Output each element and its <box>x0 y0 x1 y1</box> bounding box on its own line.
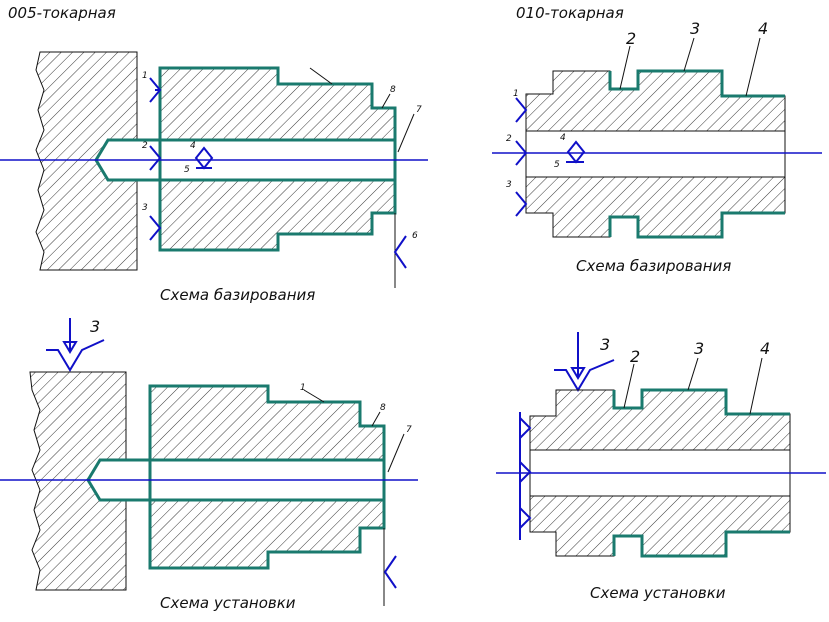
machined-surfaces-bottom <box>608 211 785 239</box>
leader-1 <box>303 389 325 403</box>
clamp-arrow-head <box>62 341 78 354</box>
clamp-symbol <box>46 339 105 372</box>
chuck-body <box>35 51 138 271</box>
leader-1 <box>309 67 333 85</box>
mark-2-surface: 2 <box>626 29 636 48</box>
datum-symbol-2 <box>519 461 532 483</box>
machined-surfaces-bottom <box>612 530 790 558</box>
mark-1: 1 <box>142 71 148 81</box>
leader-8 <box>371 411 381 427</box>
mark-4-surface: 4 <box>758 19 768 38</box>
mark-8: 8 <box>380 403 386 413</box>
mark-2-surface: 2 <box>630 347 640 366</box>
mark-3: 3 <box>142 203 148 213</box>
datum-symbol-1 <box>519 417 532 439</box>
leader-7 <box>387 433 405 473</box>
mark-5: 5 <box>554 160 560 170</box>
leader-7 <box>397 113 415 153</box>
leader-4 <box>745 37 761 97</box>
mark-2: 2 <box>142 141 148 151</box>
datum-symbol-3 <box>519 507 532 529</box>
clamp-arrow-head <box>570 367 586 380</box>
mark-4: 4 <box>560 133 566 143</box>
datum-symbol-2 <box>149 145 162 171</box>
operation-title-005: 005-токарная <box>8 4 116 22</box>
mark-3: 3 <box>506 180 512 190</box>
leader-4 <box>749 357 763 415</box>
clamp-mark-3: 3 <box>600 335 610 354</box>
mark-5: 5 <box>184 165 190 175</box>
mark-2: 2 <box>506 134 512 144</box>
caption-setup-left: Схема установки <box>160 594 296 612</box>
caption-basing-right: Схема базирования <box>576 257 731 275</box>
leader-3 <box>687 357 699 391</box>
datum-symbol-6 <box>393 235 407 269</box>
leader-2 <box>623 363 635 409</box>
panel-010-basing: 010-токарная 1 2 3 4 5 2 3 4 Схема базир… <box>492 4 822 275</box>
machined-surfaces-top <box>608 69 785 98</box>
clamp-symbol <box>554 359 615 392</box>
mark-1: 1 <box>300 383 306 393</box>
datum-symbol-2 <box>515 140 528 166</box>
mark-6: 6 <box>412 231 418 241</box>
datum-symbol-4-5 <box>194 146 214 170</box>
mark-7: 7 <box>406 425 412 435</box>
operation-title-010: 010-токарная <box>516 4 624 22</box>
datum-symbol-4-5 <box>566 140 586 164</box>
mark-8: 8 <box>390 85 396 95</box>
mark-4-surface: 4 <box>760 339 770 358</box>
panel-010-setup: 3 2 3 4 Схема установки <box>496 332 826 602</box>
mark-3-surface: 3 <box>690 19 700 38</box>
machined-surfaces-top <box>612 388 790 416</box>
mark-1: 1 <box>513 89 519 99</box>
clamp-mark-3: 3 <box>90 317 100 336</box>
workpiece-upper <box>529 389 791 451</box>
chuck-body <box>29 371 127 591</box>
caption-basing-left: Схема базирования <box>160 286 315 304</box>
workpiece-lower <box>525 176 786 238</box>
mark-7: 7 <box>416 105 422 115</box>
datum-symbol-3 <box>149 215 162 241</box>
workpiece-upper <box>525 70 786 132</box>
mark-3-surface: 3 <box>694 339 704 358</box>
caption-setup-right: Схема установки <box>590 584 726 602</box>
datum-symbol-1 <box>149 77 162 103</box>
panel-005-setup: 3 1 8 7 Схема установки <box>0 317 418 612</box>
panel-005-basing: 005-токарная 1 2 3 4 5 6 7 8 Схема базир… <box>0 4 428 304</box>
datum-symbol-3 <box>515 191 528 217</box>
leader-2 <box>619 45 631 90</box>
datum-symbol-face <box>383 555 397 589</box>
workpiece-lower <box>529 495 791 557</box>
leader-8 <box>381 93 391 109</box>
leader-3 <box>683 37 695 72</box>
datum-symbol-1 <box>515 97 528 123</box>
mark-4: 4 <box>190 141 196 151</box>
